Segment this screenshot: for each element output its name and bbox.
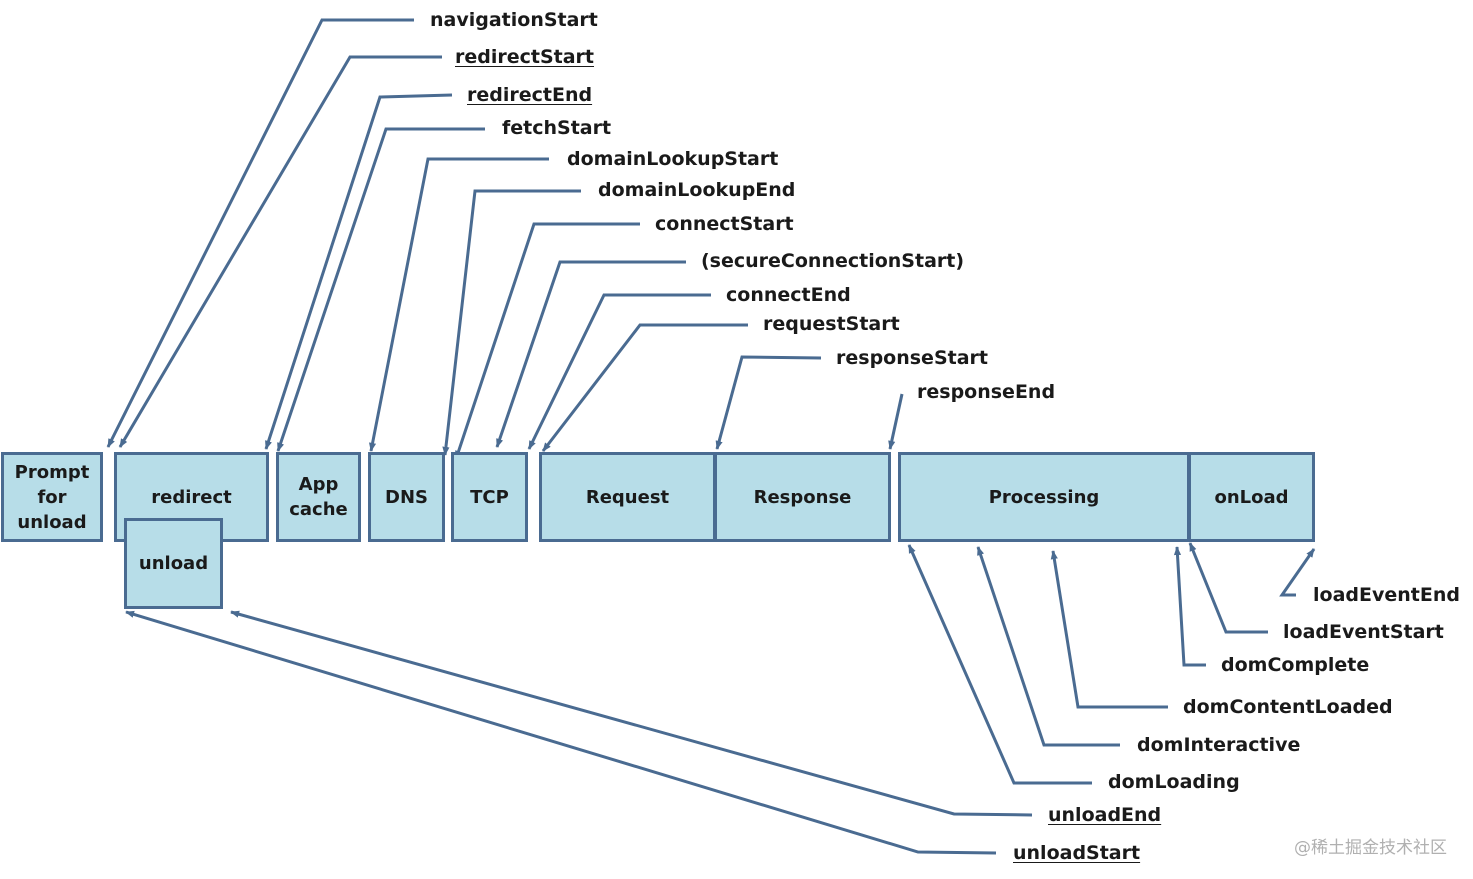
label-fetchStart: fetchStart <box>502 117 612 139</box>
line-domainLookupEnd <box>442 189 581 456</box>
label-unloadStart: unloadStart <box>1013 842 1141 864</box>
label-domContentLoaded: domContentLoaded <box>1183 696 1393 718</box>
phase-tcp: TCP <box>451 452 528 542</box>
phase-prompt-for-unload: Prompt for unload <box>1 452 103 542</box>
line-domLoading <box>907 544 1092 785</box>
line-responseEnd <box>888 393 904 450</box>
phase-app-cache: App cache <box>276 452 361 542</box>
label-domainLookupEnd: domainLookupEnd <box>598 179 796 201</box>
label-secureConnectionStart: (secureConnectionStart) <box>701 250 965 272</box>
label-domLoading: domLoading <box>1108 771 1240 793</box>
line-navigationStart <box>106 18 414 448</box>
line-domainLookupStart <box>369 157 549 452</box>
label-requestStart: requestStart <box>763 313 900 335</box>
label-redirectStart: redirectStart <box>455 46 595 68</box>
line-connectStart <box>454 222 640 460</box>
phase-dns: DNS <box>368 452 445 542</box>
line-requestStart <box>541 323 748 452</box>
label-connectStart: connectStart <box>655 213 794 235</box>
line-domComplete <box>1173 546 1206 667</box>
label-domainLookupStart: domainLookupStart <box>567 148 779 170</box>
line-fetchStart <box>276 127 485 452</box>
line-loadEventStart <box>1188 542 1268 634</box>
label-loadEventEnd: loadEventEnd <box>1313 584 1460 606</box>
line-responseStart <box>715 355 822 450</box>
line-unloadEnd <box>230 610 1033 817</box>
line-redirectEnd <box>264 93 453 450</box>
line-domContentLoaded <box>1050 550 1168 709</box>
phase-unload: unload <box>124 518 223 609</box>
phase-request: Request <box>539 452 716 542</box>
watermark: @稀土掘金技术社区 <box>1294 838 1447 858</box>
phase-processing: Processing <box>898 452 1190 542</box>
label-unloadEnd: unloadEnd <box>1048 804 1162 826</box>
label-loadEventStart: loadEventStart <box>1283 621 1444 643</box>
label-responseEnd: responseEnd <box>917 381 1056 403</box>
line-redirectStart <box>118 55 442 448</box>
line-domInteractive <box>976 546 1120 747</box>
phase-response: Response <box>714 452 891 542</box>
label-navigationStart: navigationStart <box>430 9 598 31</box>
label-domComplete: domComplete <box>1221 654 1370 676</box>
line-secureConnectionStart <box>495 260 686 448</box>
label-redirectEnd: redirectEnd <box>467 84 593 106</box>
line-unloadStart <box>125 610 997 855</box>
line-connectEnd <box>527 293 711 450</box>
phase-onload: onLoad <box>1188 452 1315 542</box>
label-connectEnd: connectEnd <box>726 284 851 306</box>
label-domInteractive: domInteractive <box>1137 734 1301 756</box>
line-loadEventEnd <box>1279 548 1316 597</box>
label-responseStart: responseStart <box>836 347 988 369</box>
